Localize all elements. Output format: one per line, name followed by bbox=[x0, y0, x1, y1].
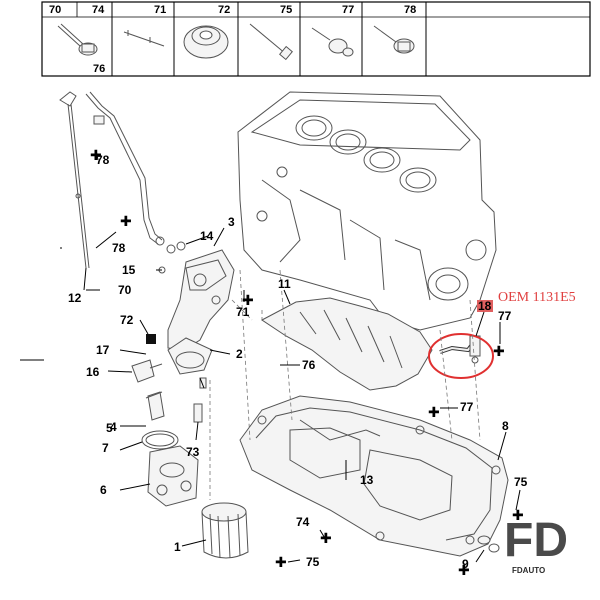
plug-cap bbox=[146, 334, 156, 344]
oem-number-label: OEM 1131E5 bbox=[498, 290, 576, 305]
svg-text:✚: ✚ bbox=[242, 293, 254, 309]
long-bolt-icon bbox=[249, 23, 293, 61]
engine-block bbox=[237, 91, 497, 331]
label-8: 8 bbox=[502, 419, 509, 433]
leader-lines bbox=[20, 149, 521, 563]
oil-cooler bbox=[147, 445, 199, 507]
drain-plug bbox=[477, 535, 500, 553]
dashed-assembly-lines bbox=[209, 269, 481, 500]
gasket-ring bbox=[158, 241, 186, 274]
svg-text:✚: ✚ bbox=[90, 148, 102, 164]
label-74: 74 bbox=[296, 515, 310, 529]
label-5: 5 bbox=[106, 421, 113, 435]
header-part-78: 78 bbox=[404, 4, 416, 16]
highlight-circle bbox=[428, 333, 494, 379]
sealing-ring bbox=[141, 430, 179, 450]
label-76: 76 bbox=[302, 358, 316, 372]
label-78-lower: 78 bbox=[112, 241, 126, 255]
oil-return-pipe bbox=[439, 335, 481, 364]
header-part-70: 70 bbox=[49, 4, 61, 16]
stud-bolt-icon bbox=[123, 30, 165, 47]
header-part-74: 74 bbox=[92, 4, 105, 16]
brand-name: FDAUTO bbox=[512, 566, 545, 575]
oil-pump-bracket bbox=[167, 249, 235, 375]
label-75-right: 75 bbox=[514, 475, 528, 489]
label-14: 14 bbox=[200, 229, 214, 243]
header-part-77: 77 bbox=[342, 4, 354, 16]
dipstick bbox=[59, 91, 90, 269]
label-1: 1 bbox=[174, 540, 181, 554]
label-77-lower: 77 bbox=[460, 400, 474, 414]
brand-logo: FD bbox=[504, 514, 568, 567]
label-72: 72 bbox=[120, 313, 134, 327]
label-70: 70 bbox=[118, 283, 132, 297]
label-15: 15 bbox=[122, 263, 136, 277]
dipstick-guide-tube bbox=[85, 91, 165, 246]
label-71: 71 bbox=[236, 305, 250, 319]
part-18-badge bbox=[477, 300, 493, 312]
label-4: 4 bbox=[110, 420, 117, 434]
label-18: 18 bbox=[478, 299, 492, 313]
label-75-bottom: 75 bbox=[306, 555, 320, 569]
svg-text:✚: ✚ bbox=[428, 405, 440, 421]
label-6: 6 bbox=[100, 483, 107, 497]
stud-pin bbox=[193, 377, 207, 423]
label-73: 73 bbox=[186, 445, 200, 459]
svg-text:✚: ✚ bbox=[512, 508, 524, 524]
label-7: 7 bbox=[102, 441, 109, 455]
label-2: 2 bbox=[236, 347, 243, 361]
union-bolt bbox=[145, 391, 165, 421]
label-17: 17 bbox=[96, 343, 110, 357]
hex-bolt-icon bbox=[373, 25, 415, 54]
svg-text:✚: ✚ bbox=[275, 555, 287, 571]
spacer-bolt-icon bbox=[311, 27, 354, 57]
label-11: 11 bbox=[278, 277, 291, 291]
label-9: 9 bbox=[462, 557, 469, 571]
label-3: 3 bbox=[228, 215, 235, 229]
flange-nut-icon bbox=[183, 25, 229, 59]
oil-sump-pan bbox=[239, 395, 509, 557]
flange-bolt-icon bbox=[57, 23, 98, 56]
svg-text:✚: ✚ bbox=[458, 563, 470, 579]
label-77-upper: 77 bbox=[498, 309, 512, 323]
header-part-72: 72 bbox=[218, 4, 230, 16]
label-16: 16 bbox=[86, 365, 100, 379]
label-12: 12 bbox=[68, 291, 82, 305]
header-part-71: 71 bbox=[154, 4, 166, 16]
svg-text:✚: ✚ bbox=[493, 344, 505, 360]
label-13: 13 bbox=[360, 473, 374, 487]
part-labels: 1 2 3 4 5 6 7 8 9 11 12 13 14 15 16 17 1… bbox=[68, 153, 528, 571]
header-part-76: 76 bbox=[93, 63, 105, 75]
header-part-75: 75 bbox=[280, 4, 292, 16]
oil-pressure-switch bbox=[131, 359, 163, 383]
label-78-upper: 78 bbox=[96, 153, 110, 167]
brand-watermark: FD FDAUTO bbox=[504, 514, 568, 575]
parts-header-table: 70 74 71 72 75 77 78 76 bbox=[41, 1, 591, 77]
svg-text:✚: ✚ bbox=[120, 214, 132, 230]
oil-filter bbox=[201, 502, 249, 559]
oil-baffle-plate bbox=[261, 297, 433, 391]
